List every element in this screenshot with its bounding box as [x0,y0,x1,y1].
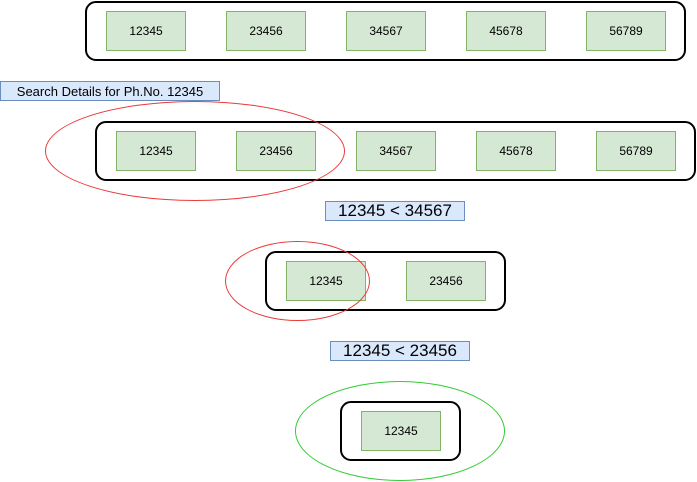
array-cell: 34567 [356,131,436,171]
array-cell: 12345 [106,11,186,51]
array-cell: 56789 [596,131,676,171]
array-cell: 34567 [346,11,426,51]
search-label: Search Details for Ph.No. 12345 [0,81,220,101]
comparison-label-1: 12345 < 34567 [325,201,465,221]
highlight-ellipse-first-half [45,101,345,201]
array-cell: 23456 [226,11,306,51]
array-cell: 56789 [586,11,666,51]
found-ellipse [295,381,505,481]
array-cell: 45678 [476,131,556,171]
highlight-ellipse-first-element [225,241,370,321]
array-cell: 45678 [466,11,546,51]
array-row-1 [85,1,686,61]
array-cell: 23456 [406,261,486,301]
comparison-label-2: 12345 < 23456 [330,341,470,361]
